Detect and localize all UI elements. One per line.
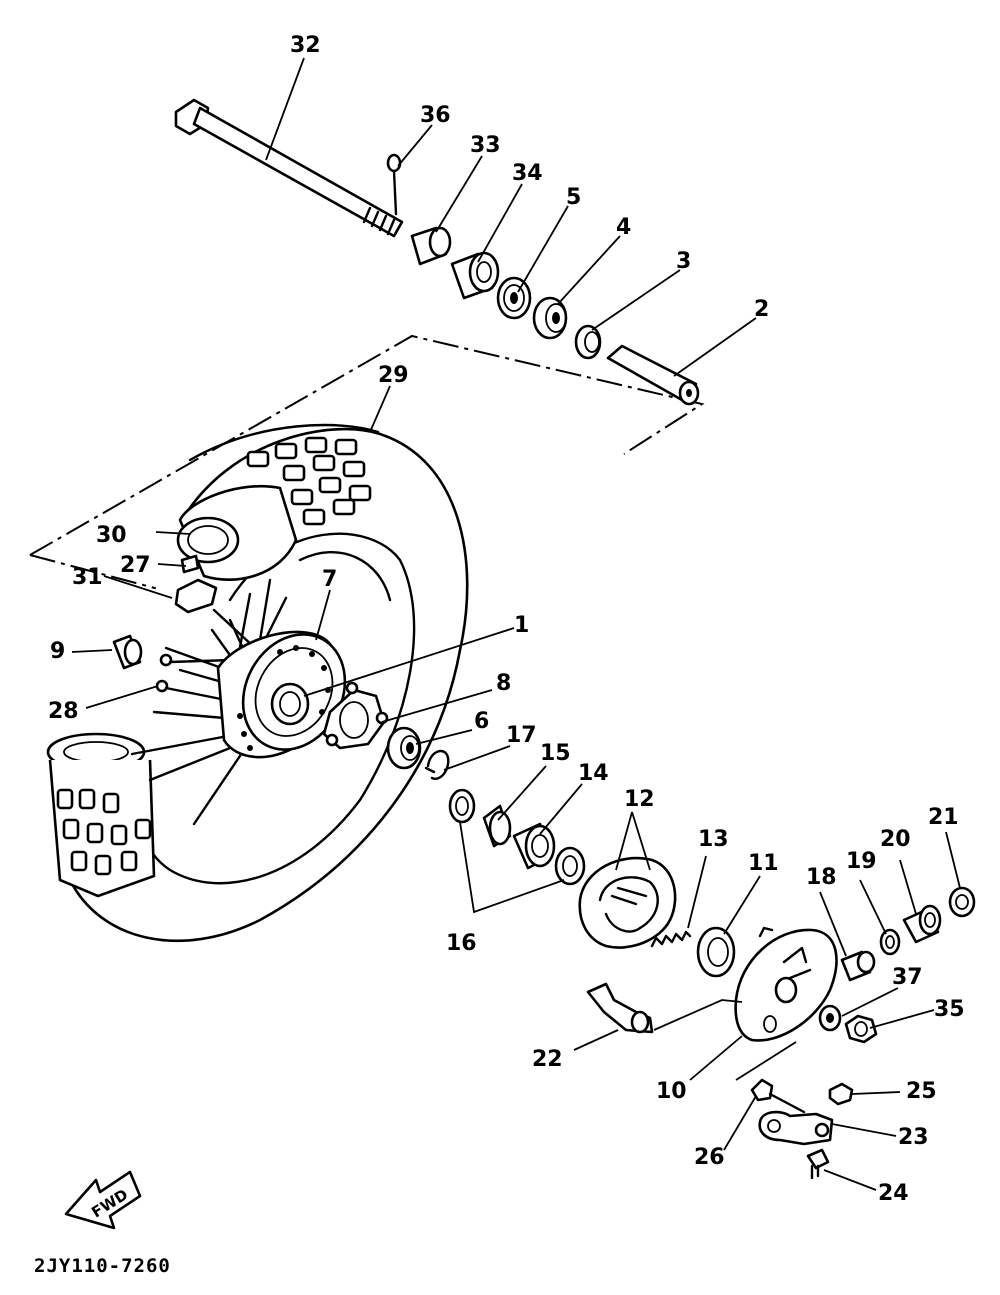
spacer-flange [574, 324, 602, 360]
lever-bolt [806, 1148, 830, 1180]
callout-12: 12 [624, 787, 655, 812]
oil-seal-11 [696, 926, 736, 978]
sleeve-14 [512, 822, 556, 870]
callout-18: 18 [806, 865, 837, 890]
lever-nut [828, 1082, 854, 1106]
callout-32: 32 [290, 33, 321, 58]
dust-seal [450, 251, 500, 300]
wear-indicator [750, 1078, 806, 1114]
oil-seal-16a [448, 788, 476, 824]
callout-8: 8 [496, 671, 511, 696]
hub [216, 630, 347, 759]
collar-21 [948, 886, 976, 918]
brake-cam [586, 982, 654, 1034]
tire-tread-bottom [46, 732, 156, 898]
fwd-arrow-icon: FWD [64, 1170, 142, 1230]
lever-leader-line [735, 1041, 797, 1081]
brake-shoe-plate [734, 926, 838, 1042]
cam-lever [758, 1110, 834, 1146]
callout-28: 28 [48, 699, 79, 724]
circlip [424, 749, 450, 780]
callout-9: 9 [50, 639, 65, 664]
washer-37 [818, 1004, 842, 1032]
axle [174, 98, 404, 238]
callout-20: 20 [880, 827, 911, 852]
callout-17: 17 [506, 723, 537, 748]
washer-19 [879, 928, 901, 956]
tire-tread-top [246, 436, 372, 526]
callout-33: 33 [470, 133, 501, 158]
callout-24: 24 [878, 1181, 909, 1206]
callout-13: 13 [698, 827, 729, 852]
callout-6: 6 [474, 709, 489, 734]
brake-shoes [578, 856, 677, 949]
spoke-28 [155, 653, 234, 702]
axle-nut [844, 1014, 878, 1044]
callout-23: 23 [898, 1125, 929, 1150]
callout-36: 36 [420, 103, 451, 128]
rim-lock [174, 578, 218, 614]
collar [410, 226, 452, 266]
callout-7: 7 [322, 567, 337, 592]
oil-seal-16b [554, 846, 586, 886]
callout-35: 35 [934, 997, 965, 1022]
callout-15: 15 [540, 741, 571, 766]
spoke-nipple [112, 634, 143, 670]
callout-29: 29 [378, 363, 409, 388]
callout-16: 16 [446, 931, 477, 956]
callout-31: 31 [72, 565, 103, 590]
callout-26: 26 [694, 1145, 725, 1170]
bearing-4 [532, 296, 568, 340]
callout-22: 22 [532, 1047, 563, 1072]
callout-34: 34 [512, 161, 543, 186]
callout-3: 3 [676, 249, 691, 274]
callout-27: 27 [120, 553, 151, 578]
callout-25: 25 [906, 1079, 937, 1104]
hub-cover-plate [322, 681, 389, 750]
cam-seal [840, 950, 876, 982]
bushing-20 [902, 904, 942, 944]
rim-band [176, 484, 298, 581]
hub-flange-holes [237, 645, 331, 751]
spacer [606, 344, 700, 406]
valve-nut [180, 554, 200, 574]
callout-11: 11 [748, 851, 779, 876]
cam-leader-line [653, 999, 743, 1031]
callout-19: 19 [846, 849, 877, 874]
leader-lines [71, 57, 961, 1191]
bearing-6 [386, 726, 422, 770]
spacer-15 [482, 804, 512, 848]
callout-14: 14 [578, 761, 609, 786]
callout-2: 2 [754, 297, 769, 322]
callout-labels: 32 36 33 34 5 4 3 2 29 30 27 31 7 1 9 28… [48, 33, 965, 1206]
diagram-code: 2JY110-7260 [34, 1255, 171, 1277]
callout-21: 21 [928, 805, 959, 830]
brake-spring [650, 930, 692, 948]
callout-30: 30 [96, 523, 127, 548]
callout-10: 10 [656, 1079, 687, 1104]
callout-5: 5 [566, 185, 581, 210]
cotter-pin [386, 153, 402, 216]
callout-1: 1 [514, 613, 529, 638]
bearing-5 [496, 276, 532, 320]
callout-4: 4 [616, 215, 631, 240]
callout-37: 37 [892, 965, 923, 990]
